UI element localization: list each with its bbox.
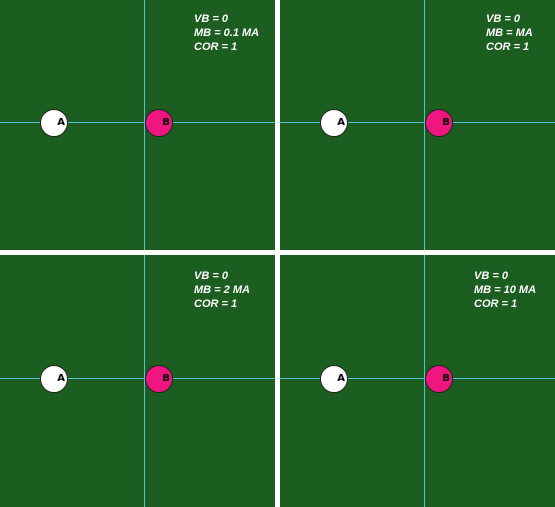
panel-1: A B VB = 0 MB = 0.1 MA COR = 1 bbox=[0, 0, 275, 250]
cor-value: COR = 1 bbox=[194, 41, 238, 53]
horizontal-guide-line bbox=[280, 378, 555, 379]
mb-value: MB = 2 MA bbox=[194, 284, 250, 296]
vb-value: VB = 0 bbox=[194, 270, 228, 282]
vertical-guide-line bbox=[144, 255, 145, 507]
ball-a: A bbox=[320, 109, 348, 137]
ball-a: A bbox=[40, 365, 68, 393]
horizontal-guide-line bbox=[0, 122, 275, 123]
ball-a-label: A bbox=[57, 117, 65, 128]
mb-value: MB = 10 MA bbox=[474, 284, 537, 296]
vertical-guide-line bbox=[424, 0, 425, 250]
ball-a-label: A bbox=[57, 373, 65, 384]
parameter-text: VB = 0 MB = 2 MA COR = 1 bbox=[194, 269, 250, 311]
vertical-guide-line bbox=[144, 0, 145, 250]
ball-a: A bbox=[320, 365, 348, 393]
cor-value: COR = 1 bbox=[486, 41, 530, 53]
ball-b: B bbox=[145, 365, 173, 393]
ball-b: B bbox=[145, 109, 173, 137]
vb-value: VB = 0 bbox=[474, 270, 508, 282]
ball-b-label: B bbox=[442, 373, 450, 384]
ball-b: B bbox=[425, 365, 453, 393]
cor-value: COR = 1 bbox=[194, 298, 238, 310]
ball-a: A bbox=[40, 109, 68, 137]
vb-value: VB = 0 bbox=[486, 13, 520, 25]
parameter-text: VB = 0 MB = 10 MA COR = 1 bbox=[474, 269, 536, 311]
horizontal-guide-line bbox=[280, 122, 555, 123]
panel-4: A B VB = 0 MB = 10 MA COR = 1 bbox=[280, 255, 555, 507]
parameter-text: VB = 0 MB = 0.1 MA COR = 1 bbox=[194, 12, 259, 54]
ball-b: B bbox=[425, 109, 453, 137]
ball-a-label: A bbox=[337, 117, 345, 128]
panel-2: A B VB = 0 MB = MA COR = 1 bbox=[280, 0, 555, 250]
cor-value: COR = 1 bbox=[474, 298, 518, 310]
ball-b-label: B bbox=[442, 117, 450, 128]
mb-value: MB = 0.1 MA bbox=[194, 27, 260, 39]
panel-3: A B VB = 0 MB = 2 MA COR = 1 bbox=[0, 255, 275, 507]
mb-value: MB = MA bbox=[486, 27, 533, 39]
ball-b-label: B bbox=[162, 373, 170, 384]
vertical-guide-line bbox=[424, 255, 425, 507]
horizontal-guide-line bbox=[0, 378, 275, 379]
vb-value: VB = 0 bbox=[194, 13, 228, 25]
parameter-text: VB = 0 MB = MA COR = 1 bbox=[486, 12, 533, 54]
ball-b-label: B bbox=[162, 117, 170, 128]
ball-a-label: A bbox=[337, 373, 345, 384]
